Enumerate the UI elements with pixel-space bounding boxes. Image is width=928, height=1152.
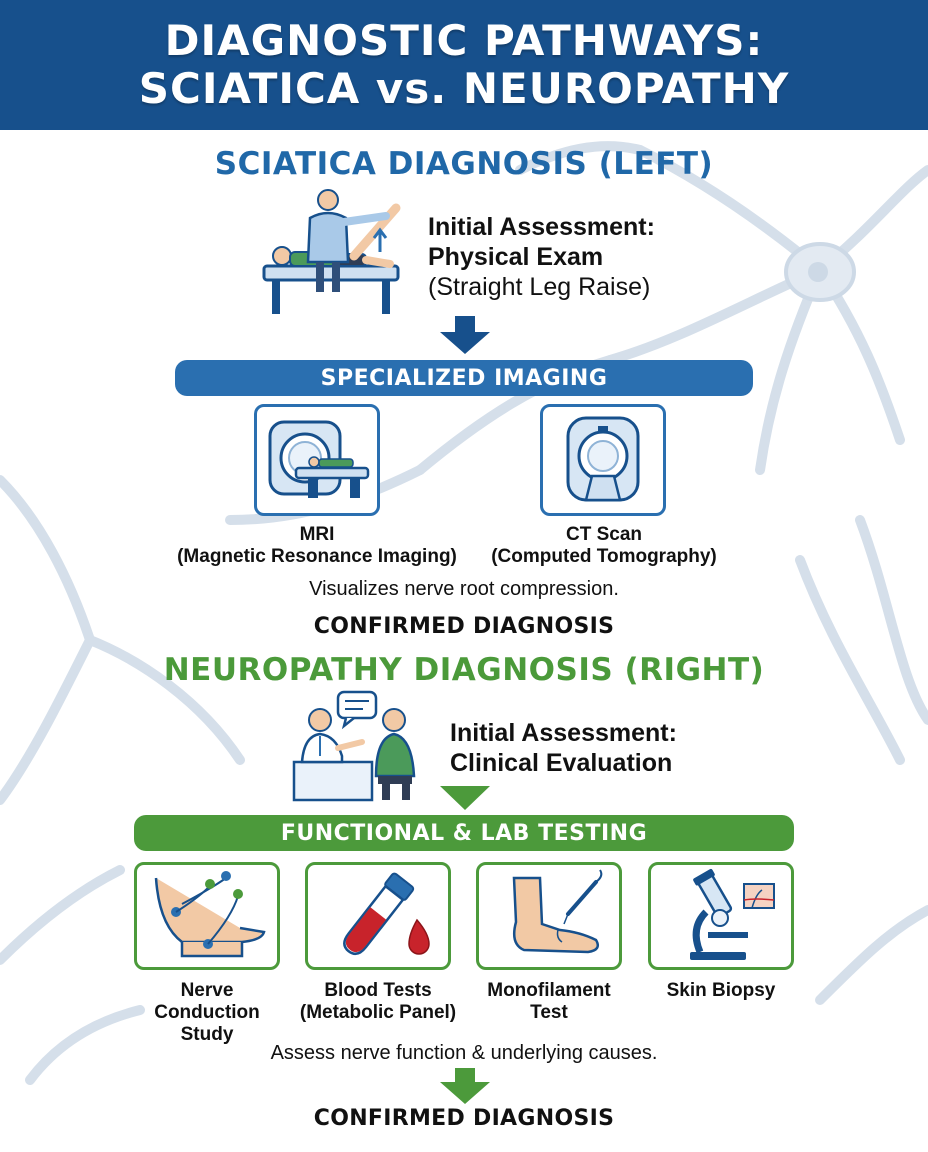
assessment-heading: Initial Assessment: bbox=[428, 213, 655, 241]
neuropathy-section-title: NEUROPATHY DIAGNOSIS (RIGHT) bbox=[163, 652, 765, 688]
neuropathy-initial-assessment: Initial Assessment: Clinical Evaluation bbox=[450, 718, 677, 778]
specialized-imaging-bar: SPECIALIZED IMAGING bbox=[175, 360, 753, 396]
mri-caption: MRI (Magnetic Resonance Imaging) bbox=[160, 524, 474, 568]
down-arrow-icon bbox=[440, 1068, 490, 1104]
mri-scanner-icon bbox=[268, 420, 370, 498]
sciatica-note: Visualizes nerve root compression. bbox=[309, 578, 619, 600]
ct-label: CT Scan bbox=[565, 524, 643, 545]
mri-sublabel: (Magnetic Resonance Imaging) bbox=[177, 546, 457, 567]
functional-lab-testing-bar: FUNCTIONAL & LAB TESTING bbox=[134, 815, 794, 851]
assessment-method: Physical Exam bbox=[428, 243, 604, 271]
ct-scanner-icon bbox=[566, 416, 640, 502]
down-arrow-icon bbox=[440, 316, 490, 354]
mri-label: MRI bbox=[299, 524, 335, 545]
test-label: Test bbox=[530, 1002, 568, 1023]
blood-tests-card bbox=[305, 862, 451, 970]
sciatica-initial-assessment: Initial Assessment: Physical Exam (Strai… bbox=[428, 212, 655, 302]
nerve-conduction-card bbox=[134, 862, 280, 970]
assessment-method: Clinical Evaluation bbox=[450, 749, 673, 777]
test-label: Skin Biopsy bbox=[666, 980, 776, 1001]
neuropathy-confirmed-diagnosis: CONFIRMED DIAGNOSIS bbox=[313, 1106, 615, 1131]
sciatica-confirmed-diagnosis: CONFIRMED DIAGNOSIS bbox=[313, 614, 615, 639]
sciatica-section-title: SCIATICA DIAGNOSIS (LEFT) bbox=[214, 146, 714, 182]
physical-exam-icon bbox=[262, 189, 401, 314]
test-label: Study bbox=[180, 1024, 234, 1045]
down-arrow-icon bbox=[440, 786, 490, 810]
neuropathy-note: Assess nerve function & underlying cause… bbox=[270, 1042, 658, 1064]
test-label: Monofilament bbox=[487, 980, 611, 1001]
blood-tube-icon bbox=[343, 872, 430, 956]
header-title-line-1: DIAGNOSTIC PATHWAYS: bbox=[164, 16, 764, 65]
mri-card bbox=[254, 404, 380, 516]
blood-tests-caption: Blood Tests (Metabolic Panel) bbox=[286, 980, 470, 1024]
test-label: (Metabolic Panel) bbox=[299, 1002, 457, 1023]
page-header: DIAGNOSTIC PATHWAYS: SCIATICA vs. NEUROP… bbox=[0, 0, 928, 130]
monofilament-card bbox=[476, 862, 622, 970]
ct-scan-card bbox=[540, 404, 666, 516]
foot-monofilament-icon bbox=[512, 869, 603, 954]
ct-sublabel: (Computed Tomography) bbox=[491, 546, 717, 567]
test-label: Nerve bbox=[180, 980, 234, 1001]
skin-biopsy-card bbox=[648, 862, 794, 970]
assessment-heading: Initial Assessment: bbox=[450, 719, 677, 747]
nerve-conduction-icon bbox=[154, 871, 266, 958]
microscope-icon bbox=[690, 868, 775, 960]
clinical-evaluation-icon bbox=[292, 690, 416, 802]
test-label: Blood Tests bbox=[324, 980, 432, 1001]
skin-biopsy-caption: Skin Biopsy bbox=[640, 980, 802, 1002]
header-title-line-2: SCIATICA vs. NEUROPATHY bbox=[138, 64, 790, 113]
nerve-conduction-caption: Nerve Conduction Study bbox=[134, 980, 280, 1046]
test-label: Conduction bbox=[154, 1002, 260, 1023]
monofilament-caption: Monofilament Test bbox=[460, 980, 638, 1024]
ct-caption: CT Scan (Computed Tomography) bbox=[470, 524, 738, 568]
assessment-detail: (Straight Leg Raise) bbox=[428, 273, 651, 301]
